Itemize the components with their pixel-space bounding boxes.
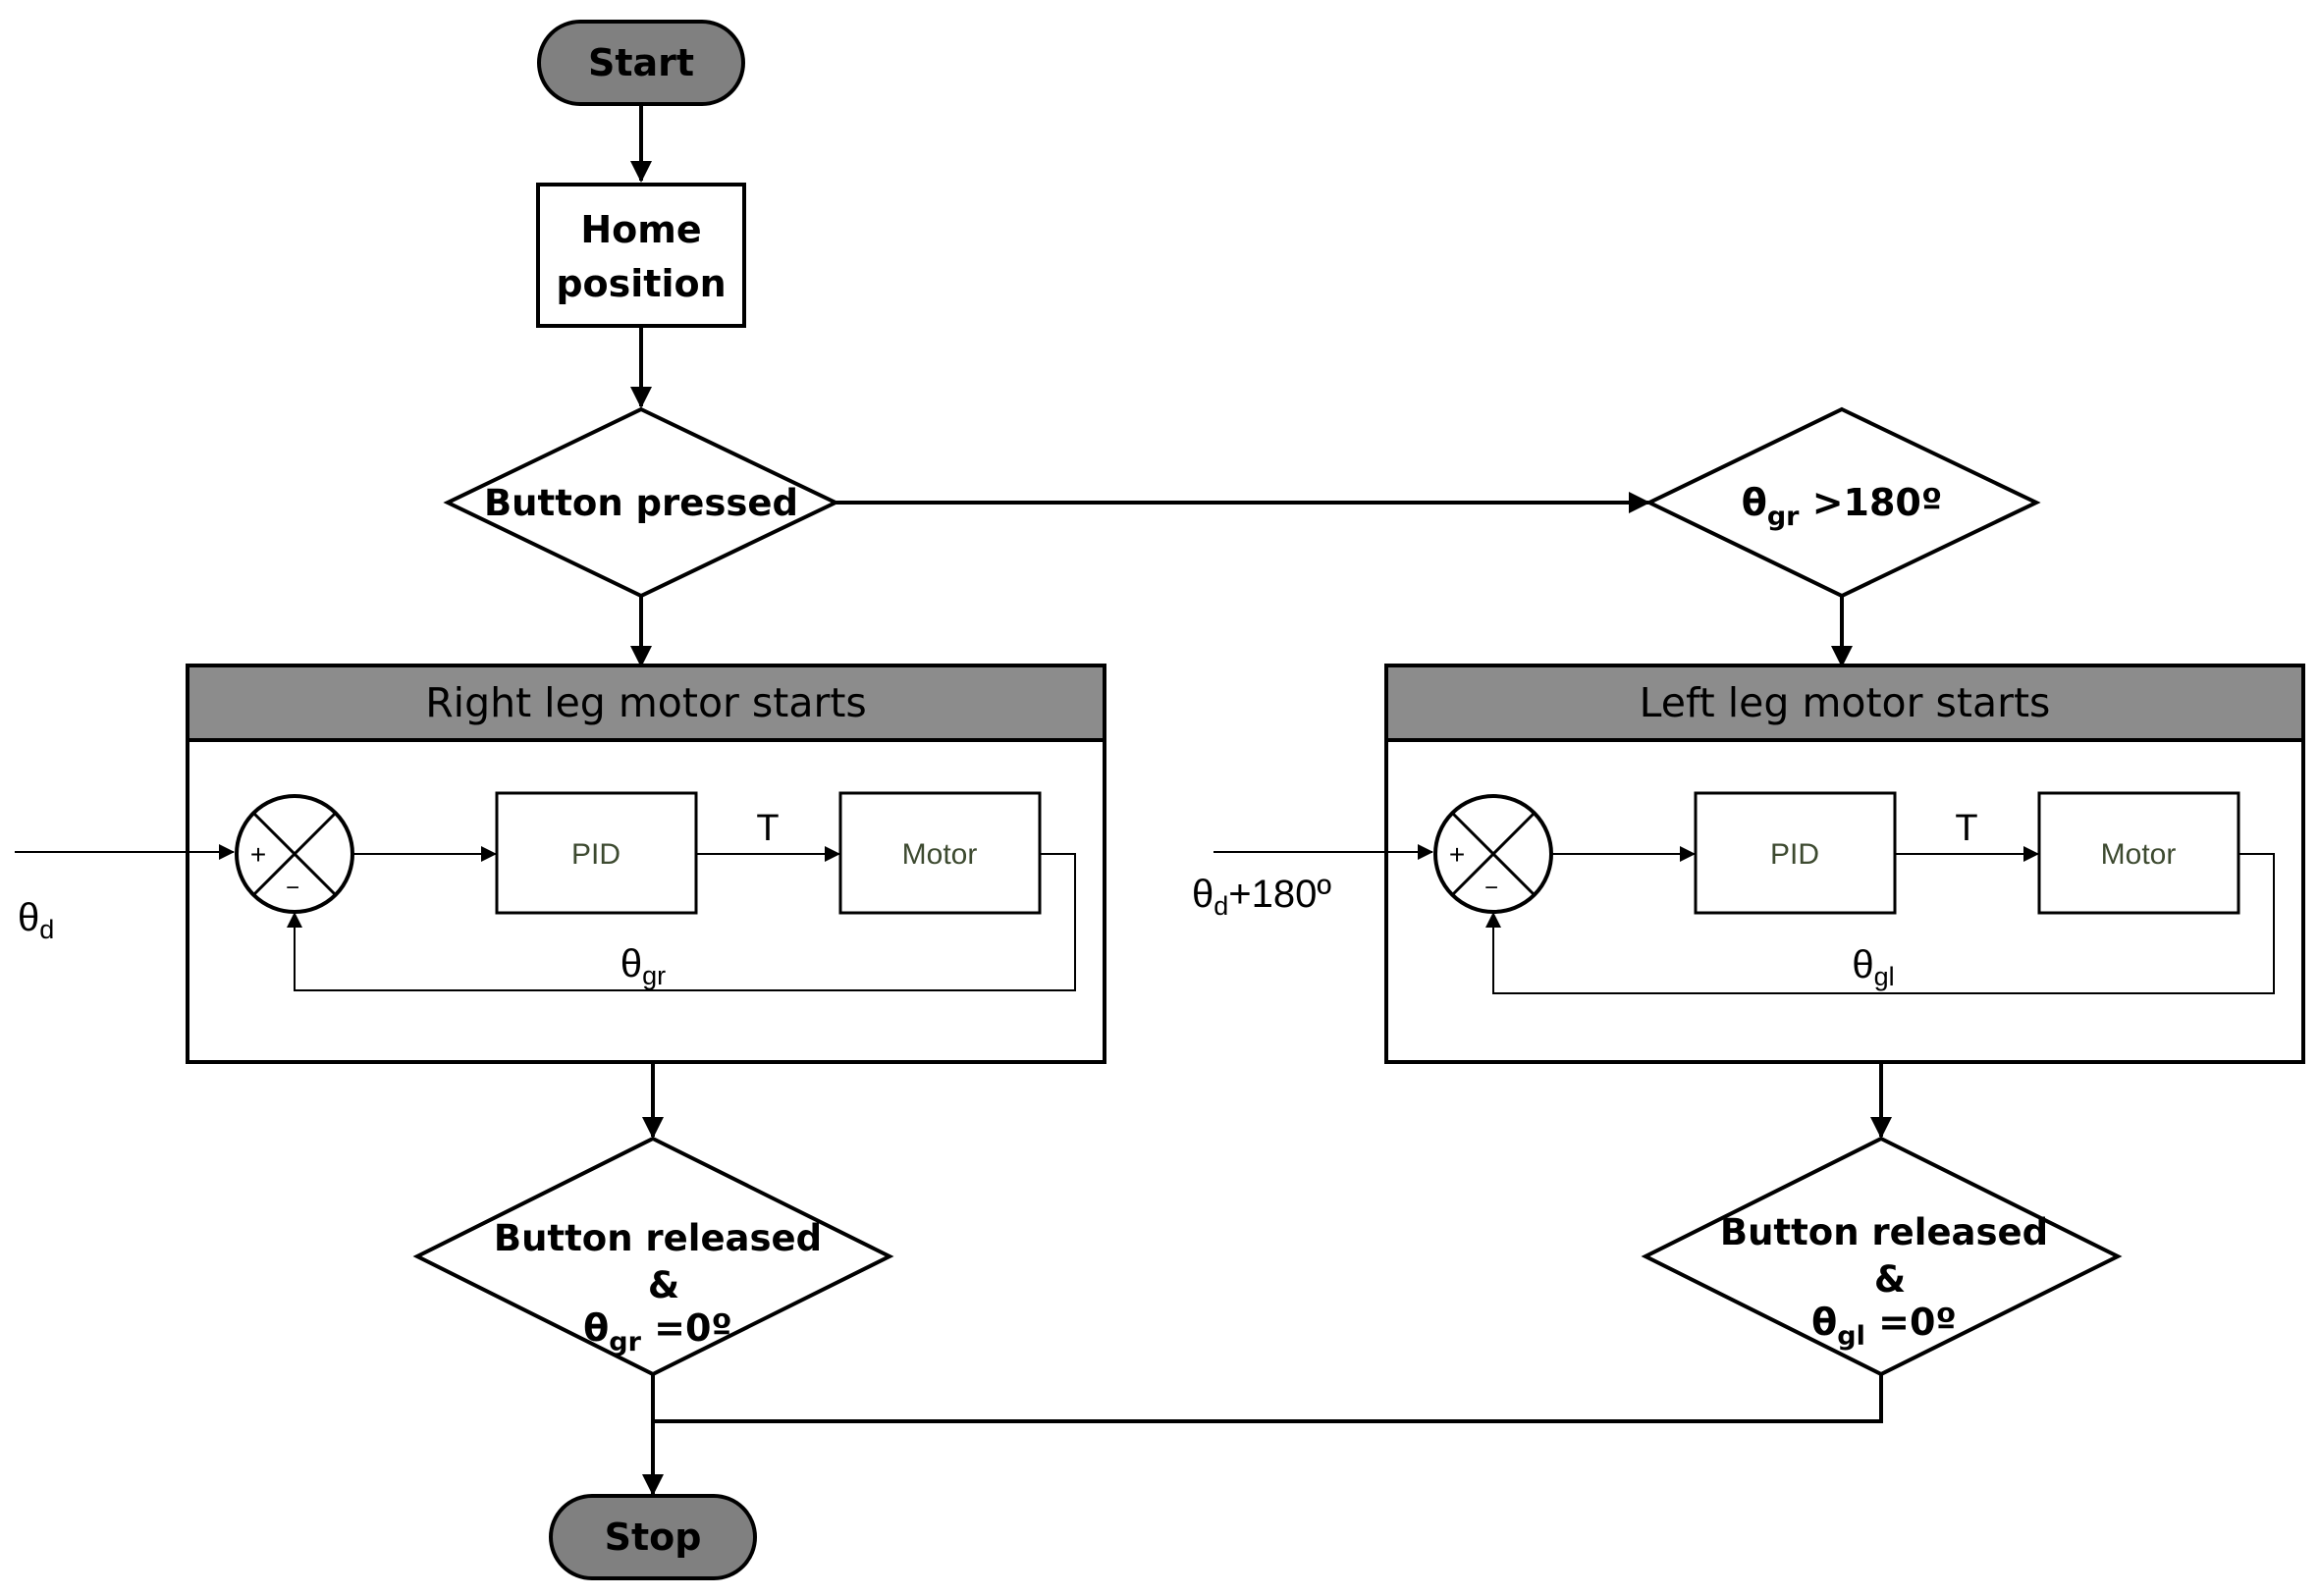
right-pid-label: PID (571, 838, 620, 871)
left-pid-label: PID (1770, 838, 1819, 871)
left-release-line1: Button released (1720, 1211, 2048, 1253)
right-release-line3: θgr =0º (583, 1306, 732, 1357)
right-angle-condition-label: θgr >180º (1742, 481, 1943, 532)
right-pid-block: PID (495, 791, 698, 915)
left-leg-header: Left leg motor starts (1640, 679, 2051, 726)
right-angle-condition-decision: θgr >180º (1645, 406, 2041, 599)
left-pid-block: PID (1694, 791, 1897, 915)
button-pressed-label: Button pressed (484, 482, 798, 524)
right-motor-label: Motor (902, 838, 978, 871)
left-summing-junction: + − (1433, 794, 1553, 914)
flow-connectors (630, 104, 1892, 1496)
left-release-decision: Button released & θgl =0º (1641, 1136, 2123, 1377)
left-minus-sign: − (1484, 875, 1498, 901)
left-motor-label: Motor (2101, 838, 2177, 871)
home-label-line2: position (556, 262, 726, 305)
home-label-line1: Home (580, 208, 701, 251)
left-input-label: θd+180º (1192, 873, 1331, 921)
right-feedback-label: θgr (620, 942, 666, 990)
right-feedback-loop (287, 853, 1076, 991)
right-motor-block: Motor (838, 791, 1042, 915)
left-release-line2: & (1874, 1258, 1906, 1301)
right-release-line2: & (648, 1264, 679, 1306)
start-terminal: Start (537, 20, 745, 106)
right-leg-block: Right leg motor starts θd + − PID T Moto… (15, 664, 1106, 1064)
right-input-label: θd (18, 896, 54, 944)
left-torque-label: T (1955, 808, 1977, 849)
left-release-line3: θgl =0º (1811, 1301, 1957, 1352)
right-summing-junction: + − (235, 794, 354, 914)
left-leg-block: Left leg motor starts θd+180º + − PID T … (1192, 664, 2305, 1064)
right-plus-sign: + (250, 839, 266, 870)
left-motor-block: Motor (2037, 791, 2240, 915)
start-label: Start (588, 41, 694, 84)
button-pressed-decision: Button pressed (443, 406, 840, 599)
left-plus-sign: + (1449, 839, 1465, 870)
left-feedback-loop (1485, 853, 2275, 994)
right-torque-label: T (756, 808, 779, 849)
home-position-box: Home position (536, 183, 746, 328)
right-minus-sign: − (286, 875, 299, 901)
right-release-decision: Button released & θgr =0º (412, 1136, 894, 1377)
stop-label: Stop (605, 1516, 702, 1559)
right-release-line1: Button released (494, 1217, 822, 1259)
left-feedback-label: θgl (1852, 943, 1894, 991)
stop-terminal: Stop (549, 1494, 757, 1580)
join-left-to-stop (653, 1374, 1883, 1423)
right-leg-header: Right leg motor starts (425, 679, 867, 726)
